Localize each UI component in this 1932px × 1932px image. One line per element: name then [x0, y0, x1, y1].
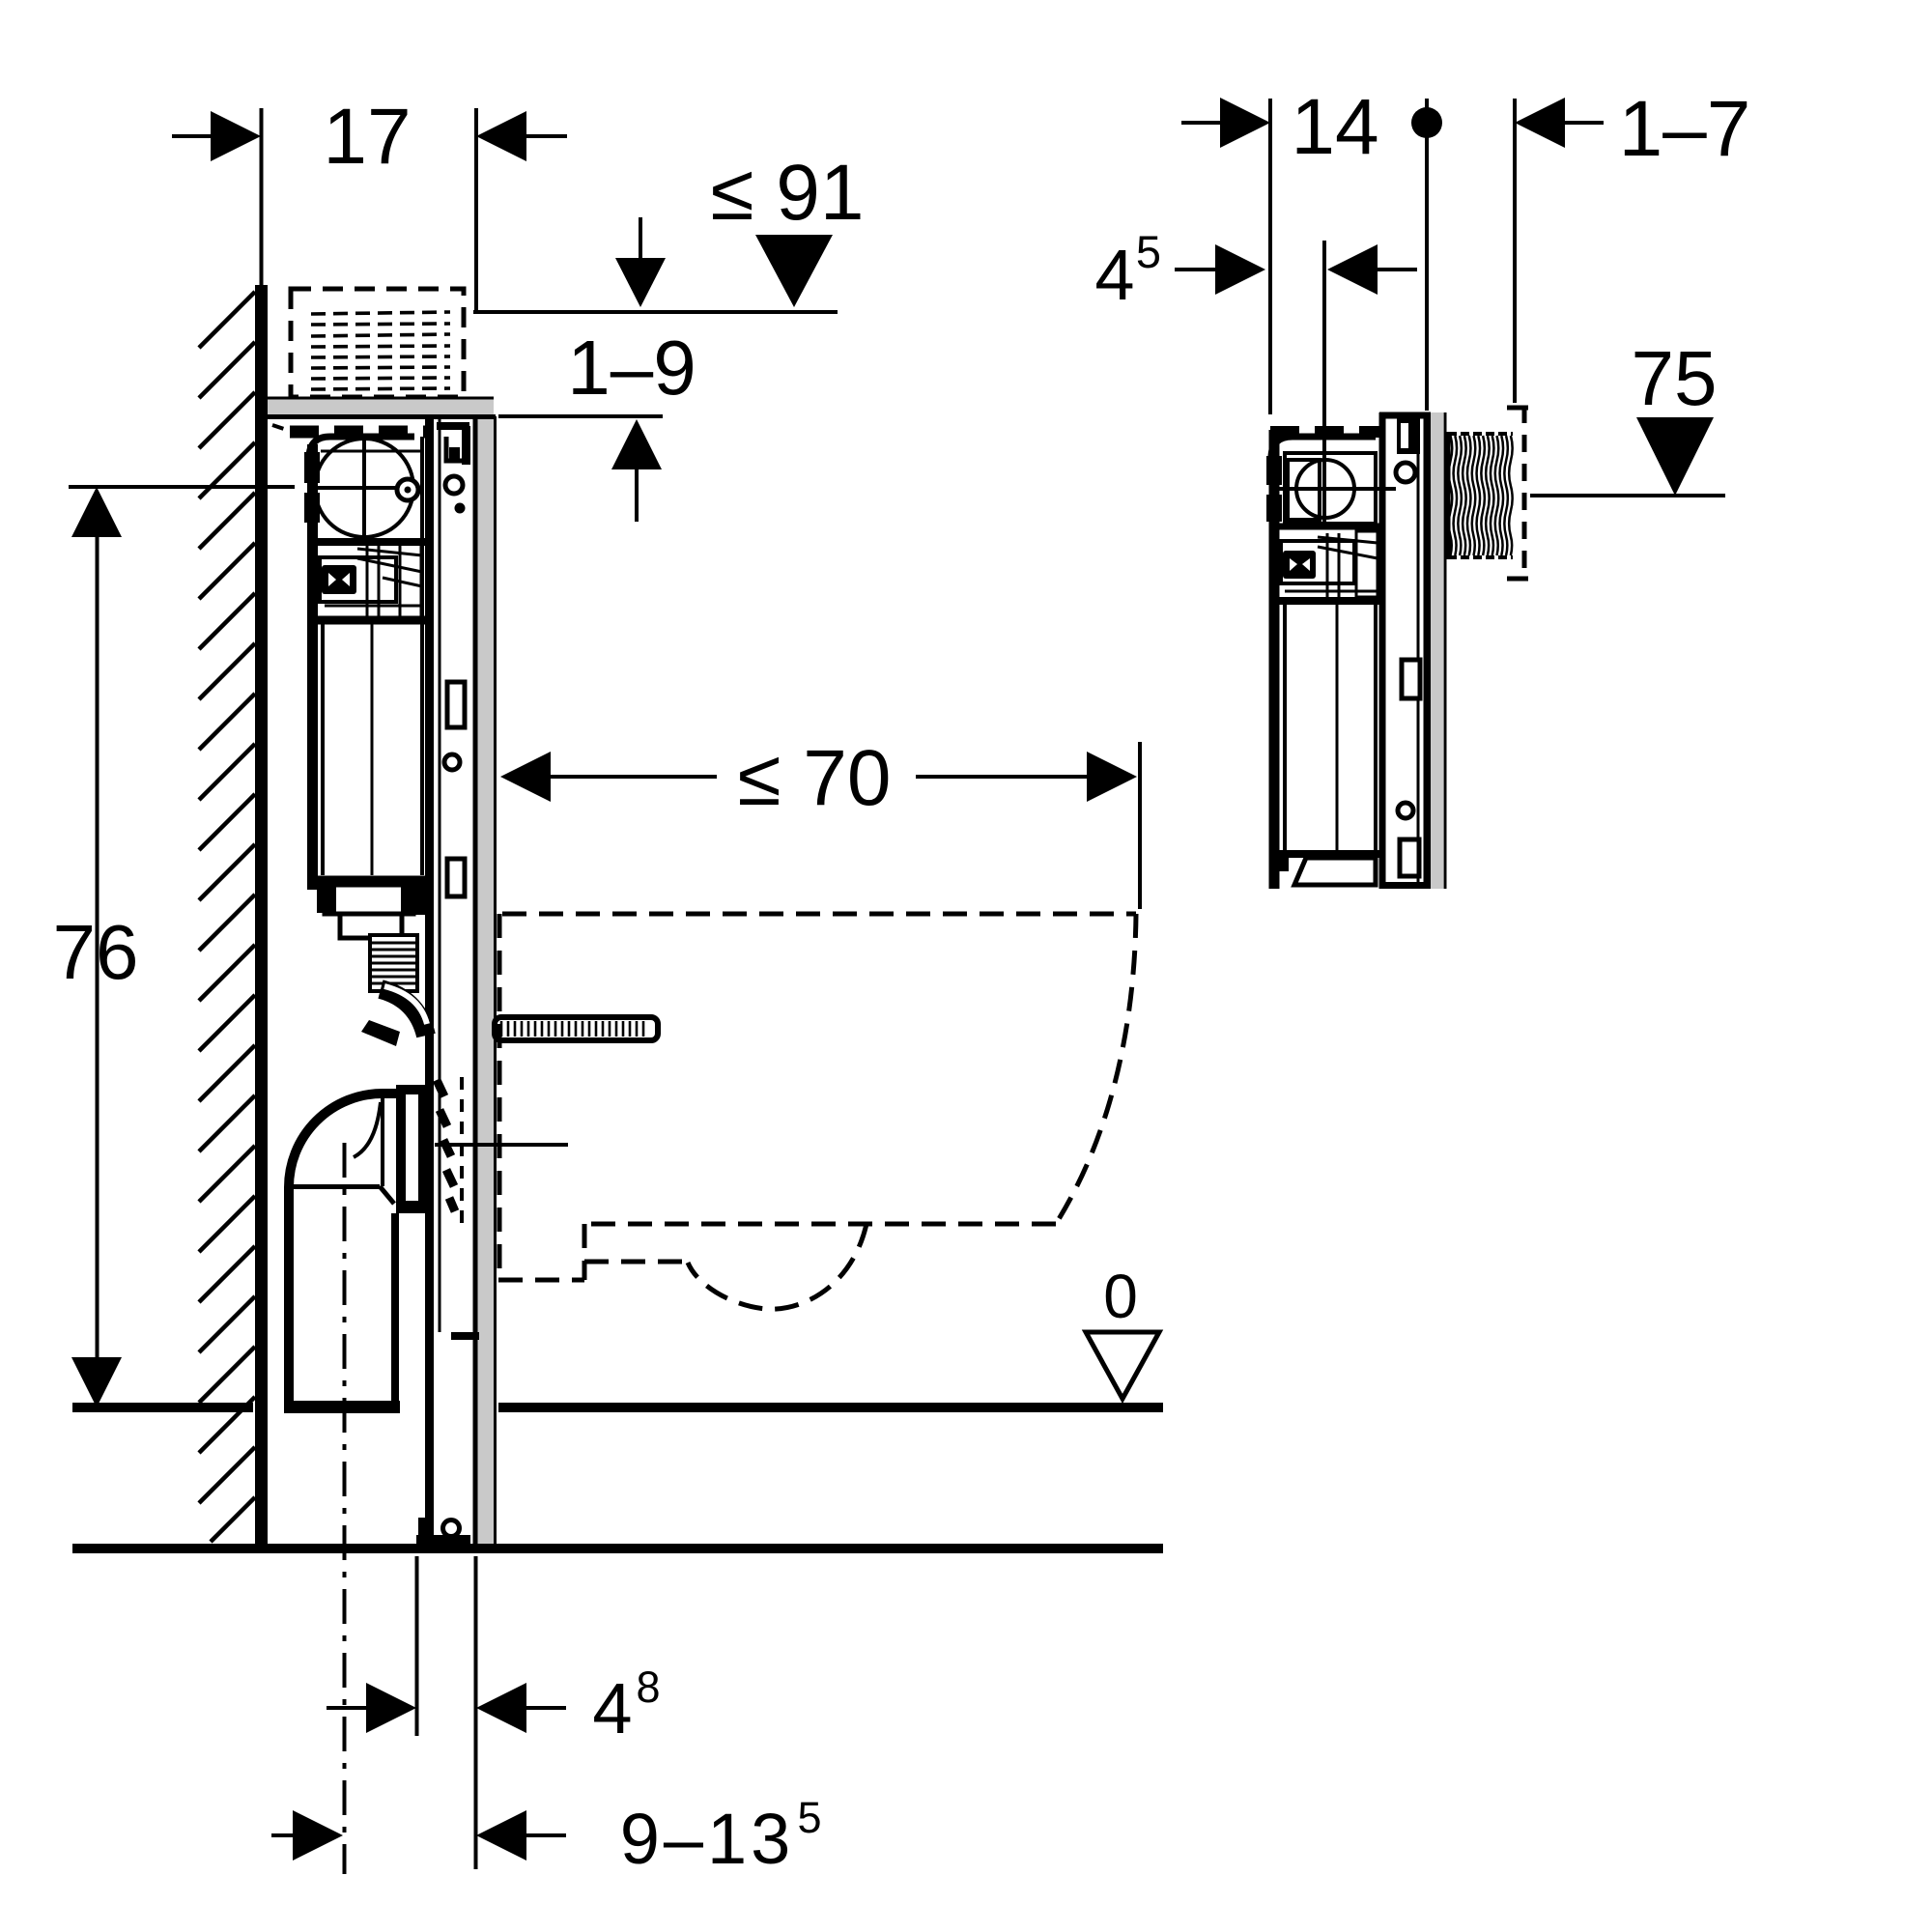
svg-text:5: 5 [1136, 226, 1161, 277]
svg-text:17: 17 [323, 93, 411, 181]
svg-text:≤ 91: ≤ 91 [711, 149, 865, 237]
svg-text:9–13: 9–13 [620, 1799, 795, 1879]
svg-text:1–7: 1–7 [1619, 85, 1751, 173]
svg-text:75: 75 [1632, 335, 1718, 421]
svg-text:4: 4 [1094, 235, 1134, 315]
svg-text:≤ 70: ≤ 70 [738, 734, 892, 822]
svg-text:4: 4 [592, 1668, 632, 1748]
svg-text:14: 14 [1291, 83, 1378, 171]
svg-text:5: 5 [797, 1793, 821, 1842]
svg-text:76: 76 [53, 909, 139, 995]
svg-text:1–9: 1–9 [567, 325, 696, 411]
svg-text:8: 8 [636, 1662, 660, 1712]
svg-text:0: 0 [1103, 1262, 1138, 1331]
